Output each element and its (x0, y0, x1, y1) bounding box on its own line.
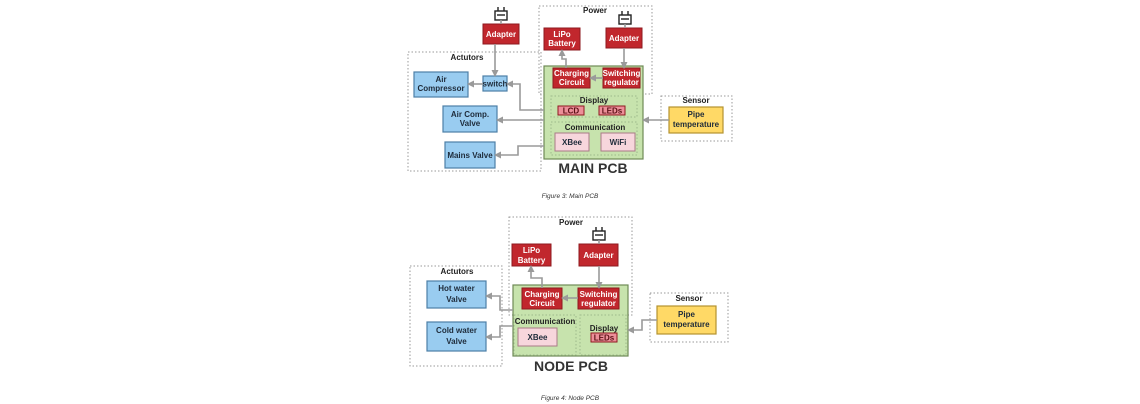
node-charging-circuit-box: Charging Circuit (521, 287, 563, 310)
svg-text:regulator: regulator (581, 299, 616, 308)
main-pcb-title: MAIN PCB (558, 160, 627, 176)
main-wifi-box: WiFi (600, 132, 636, 152)
node-lipo-battery-box: LiPo Battery (511, 243, 552, 267)
main-power-group (538, 5, 653, 95)
svg-text:Switching: Switching (580, 290, 618, 299)
node-communication-group (513, 314, 577, 356)
svg-text:Adapter: Adapter (583, 251, 613, 260)
svg-text:LiPo: LiPo (523, 246, 540, 255)
main-display-label: Display (580, 96, 609, 105)
svg-text:Cold water: Cold water (436, 326, 477, 335)
svg-text:Valve: Valve (460, 119, 481, 128)
node-hot-water-valve-box: Hot water Valve (426, 280, 487, 309)
svg-text:Switching: Switching (603, 69, 641, 78)
main-communication-group (550, 121, 638, 156)
main-lcd-box: LCD (557, 105, 585, 116)
svg-text:Compressor: Compressor (417, 84, 464, 93)
main-pcb-figure: Power Actutors Sensor Adapter LiPo B (407, 5, 733, 200)
svg-text:temperature: temperature (663, 320, 710, 329)
main-communication-label: Communication (565, 123, 626, 132)
svg-text:switch: switch (483, 80, 508, 89)
main-switching-regulator-box: Switching regulator (602, 67, 641, 89)
svg-text:temperature: temperature (673, 120, 720, 129)
svg-text:regulator: regulator (604, 78, 639, 87)
svg-text:Hot water: Hot water (438, 284, 474, 293)
svg-text:Adapter: Adapter (486, 30, 516, 39)
node-display-label: Display (590, 324, 619, 333)
node-pcb-figure: Power Actutors Sensor LiPo Battery Adapt… (409, 216, 729, 402)
svg-text:Battery: Battery (548, 39, 576, 48)
svg-text:Pipe: Pipe (688, 110, 705, 119)
node-sensor-group (649, 292, 729, 343)
svg-text:Air Comp.: Air Comp. (451, 110, 489, 119)
node-figure-caption: Figure 4: Node PCB (541, 395, 600, 402)
node-communication-label: Communication (515, 317, 576, 326)
main-leds-box: LEDs (598, 105, 626, 116)
main-charging-circuit-box: Charging Circuit (552, 67, 591, 89)
main-sensor-group (660, 95, 733, 142)
main-actuators-group (407, 51, 542, 172)
main-figure-caption: Figure 3: Main PCB (542, 193, 599, 200)
svg-text:Mains Valve: Mains Valve (447, 151, 493, 160)
main-lipo-battery-box: LiPo Battery (543, 27, 581, 51)
main-sensor-label: Sensor (682, 96, 709, 105)
svg-text:Battery: Battery (518, 256, 546, 265)
svg-text:XBee: XBee (527, 333, 548, 342)
node-actuators-label: Actutors (441, 267, 474, 276)
svg-text:Pipe: Pipe (678, 310, 695, 319)
node-actuators-group (409, 265, 503, 367)
node-wire-sensor-pcb (627, 319, 657, 334)
node-wire-charging-lipo (527, 265, 543, 288)
node-wire-pcb-cold (485, 325, 513, 341)
main-mains-valve-box: Mains Valve (444, 141, 496, 169)
main-power-label: Power (583, 6, 607, 15)
node-power-label: Power (559, 218, 583, 227)
main-actuator-plug-icon (494, 7, 508, 21)
main-power-plug-icon (618, 11, 632, 25)
node-cold-water-valve-box: Cold water Valve (426, 321, 487, 352)
main-xbee-box: XBee (554, 132, 590, 152)
svg-text:LCD: LCD (563, 107, 580, 116)
node-adapter-box: Adapter (578, 243, 619, 267)
svg-text:LEDs: LEDs (602, 107, 623, 116)
node-power-group (508, 216, 633, 316)
svg-text:WiFi: WiFi (610, 138, 627, 147)
main-wire-pcb-switch (506, 80, 544, 111)
node-xbee-box: XBee (517, 327, 558, 347)
svg-text:XBee: XBee (562, 138, 583, 147)
svg-text:LiPo: LiPo (553, 30, 570, 39)
node-leds-box: LEDs (590, 332, 618, 343)
node-power-plug-icon (592, 227, 606, 241)
svg-text:LEDs: LEDs (594, 334, 615, 343)
svg-text:Adapter: Adapter (609, 34, 639, 43)
main-actuators-label: Actutors (451, 53, 484, 62)
node-display-group (579, 314, 627, 356)
main-pipe-temperature-box: Pipe temperature (668, 106, 724, 134)
node-pipe-temperature-box: Pipe temperature (656, 305, 717, 335)
main-display-group (550, 95, 638, 118)
node-sensor-label: Sensor (675, 294, 702, 303)
main-wire-pcb-mains-valve (494, 145, 544, 159)
node-switching-regulator-box: Switching regulator (577, 287, 620, 310)
main-air-compressor-box: Air Compressor (413, 71, 469, 98)
main-adapter-power-box: Adapter (605, 27, 643, 49)
svg-text:Air: Air (435, 75, 446, 84)
main-air-comp-valve-box: Air Comp. Valve (442, 105, 498, 133)
node-wire-pcb-hot (485, 292, 513, 311)
node-pcb-title: NODE PCB (534, 358, 608, 374)
svg-text:Valve: Valve (446, 295, 467, 304)
main-switch-box: switch (482, 75, 508, 92)
svg-text:Circuit: Circuit (559, 78, 585, 87)
svg-text:Valve: Valve (446, 337, 467, 346)
svg-text:Charging: Charging (554, 69, 589, 78)
svg-text:Circuit: Circuit (529, 299, 555, 308)
main-adapter-actuator-box: Adapter (482, 23, 520, 45)
main-wire-charging-lipo (558, 49, 567, 68)
svg-text:Charging: Charging (524, 290, 559, 299)
